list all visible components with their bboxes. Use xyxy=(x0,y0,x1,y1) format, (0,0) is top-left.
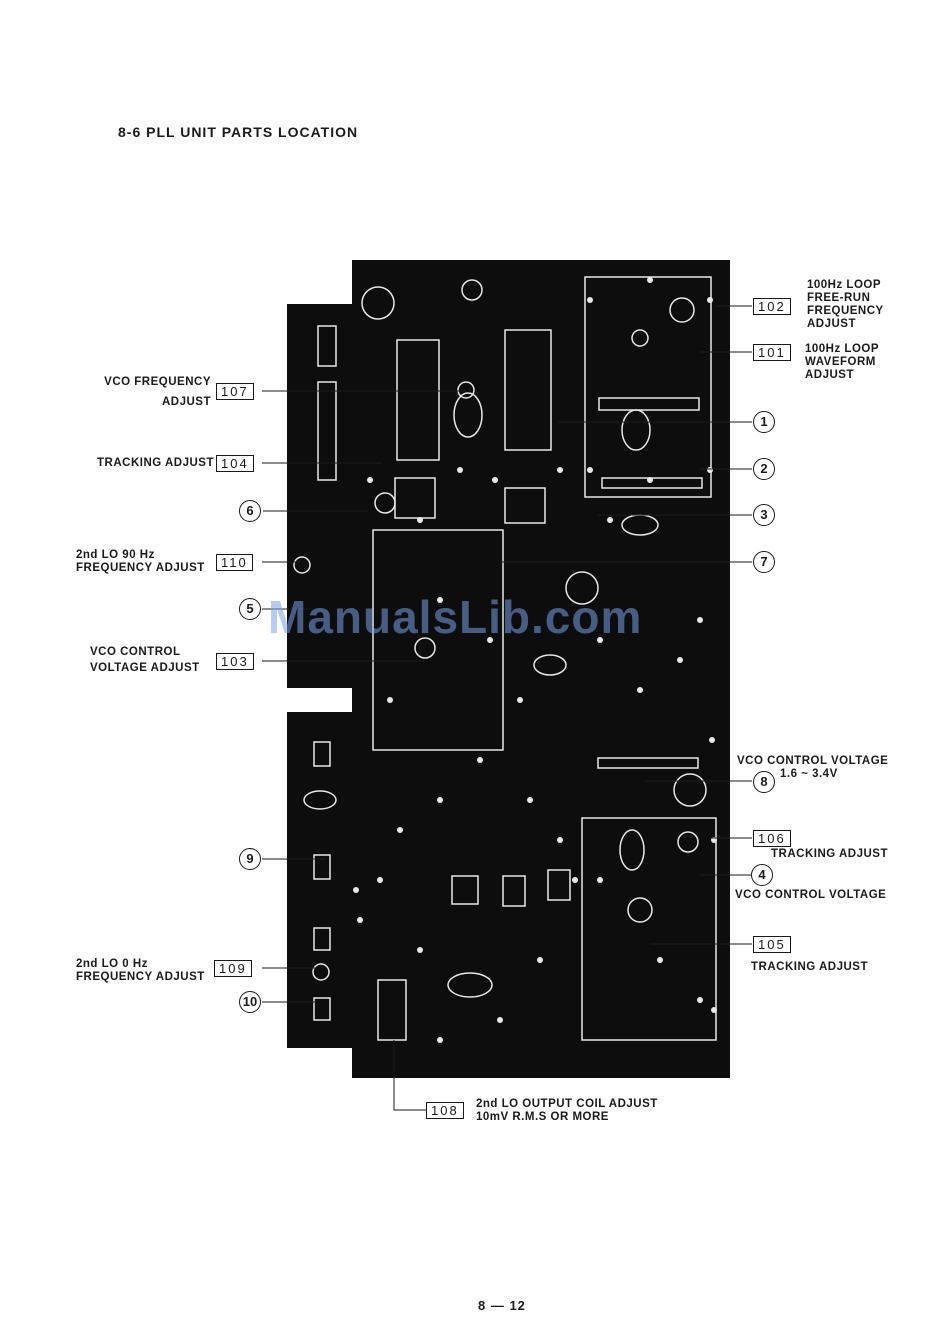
note-tp8-title: VCO CONTROL VOLTAGE xyxy=(737,755,889,767)
crystal-x1 xyxy=(453,392,483,438)
coil-l14-l15 xyxy=(377,979,407,1041)
trimmer-102 xyxy=(669,297,695,323)
trimmer-large-right xyxy=(673,773,707,807)
ic-chip-ic7 xyxy=(504,487,546,524)
test-point-1: 1 xyxy=(753,411,775,433)
connector-j6 xyxy=(313,927,331,951)
watermark: ManualsLib.com xyxy=(268,591,643,643)
label-105: TRACKING ADJUST xyxy=(751,961,868,973)
ic-ic3-row xyxy=(597,757,699,769)
trimmer-107 xyxy=(457,381,475,399)
pcb-board xyxy=(287,260,730,1078)
trimmer-104 xyxy=(374,492,396,514)
adjust-box-104: 104 xyxy=(216,455,254,472)
trimmer-106 xyxy=(677,831,699,853)
test-point-10: 10 xyxy=(239,991,261,1013)
connector-j1 xyxy=(317,325,337,367)
adjust-box-108: 108 xyxy=(426,1102,464,1119)
ic-ic1-row xyxy=(598,397,700,411)
coil-l5 xyxy=(547,869,571,901)
label-104: TRACKING ADJUST xyxy=(97,457,214,469)
trimmer-large-top xyxy=(361,286,395,320)
adjust-box-103: 103 xyxy=(216,653,254,670)
trimmer-110 xyxy=(293,556,311,574)
note-tp8-range: 1.6 ~ 3.4V xyxy=(780,768,838,780)
ic-chip-left xyxy=(396,339,440,461)
trimmer-101 xyxy=(631,329,649,347)
leader-108 xyxy=(393,1040,426,1111)
trimmer-103 xyxy=(414,637,436,659)
adjust-box-105: 105 xyxy=(753,936,791,953)
component-c4 xyxy=(621,409,651,451)
pcb-section-vco xyxy=(372,529,504,751)
coil-l7 xyxy=(451,875,479,905)
trimmer-105 xyxy=(627,897,653,923)
page-title: 8-6 PLL UNIT PARTS LOCATION xyxy=(118,124,359,140)
test-point-4: 4 xyxy=(751,864,773,886)
crystal-x2 xyxy=(447,972,493,998)
note-tp4: VCO CONTROL VOLTAGE xyxy=(735,889,887,901)
label-106: TRACKING ADJUST xyxy=(771,848,888,860)
connector-j3 xyxy=(313,854,331,880)
test-point-6: 6 xyxy=(239,500,261,522)
adjust-box-109: 109 xyxy=(214,960,252,977)
adjust-box-106: 106 xyxy=(753,830,791,847)
pcb-section-tracking xyxy=(581,817,717,1041)
pcb-section-ic1 xyxy=(584,276,712,498)
pcb-section-ic8 xyxy=(394,477,436,519)
test-point-2: 2 xyxy=(753,458,775,480)
coil-l6 xyxy=(502,875,526,907)
adjust-box-101: 101 xyxy=(753,344,791,361)
test-point-5: 5 xyxy=(239,598,261,620)
connector-j2 xyxy=(317,381,337,481)
adjust-box-102: 102 xyxy=(753,298,791,315)
crystal-mid xyxy=(533,654,567,676)
test-point-7: 7 xyxy=(753,551,775,573)
trimmer-109 xyxy=(312,963,330,981)
component-c133 xyxy=(303,790,337,810)
trimmer-large-mid xyxy=(565,571,599,605)
component-l12 xyxy=(461,279,483,301)
connector-j4 xyxy=(313,997,331,1021)
test-point-8: 8 xyxy=(753,771,775,793)
adjust-box-107: 107 xyxy=(216,383,254,400)
test-point-3: 3 xyxy=(753,504,775,526)
ic-chip-ic6 xyxy=(504,329,552,451)
component-c138 xyxy=(619,829,645,871)
test-point-9: 9 xyxy=(239,848,261,870)
adjust-box-110: 110 xyxy=(216,554,253,571)
page-number: 8 — 12 xyxy=(478,1298,526,1313)
connector-j5 xyxy=(313,741,331,767)
